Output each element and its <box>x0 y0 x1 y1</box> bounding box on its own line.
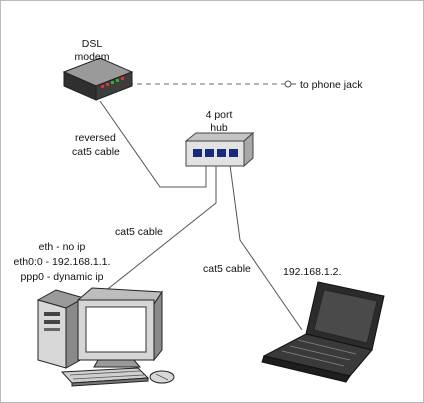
laptop-icon <box>261 281 385 383</box>
reversed-cable-label-line2: cat5 cable <box>72 146 120 158</box>
cat5-cable-to-laptop <box>229 164 303 331</box>
pc-info-line1: eth - no ip <box>39 241 86 253</box>
phone-jack-icon <box>284 80 296 88</box>
laptop-ip-label: 192.168.1.2. <box>283 266 341 278</box>
reversed-cat5-cable <box>99 100 207 188</box>
pc-cable-label: cat5 cable <box>115 226 163 238</box>
desktop-pc-icon <box>36 287 175 387</box>
phone-jack-label: to phone jack <box>300 79 363 91</box>
laptop-cable-label: cat5 cable <box>203 263 251 275</box>
modem-label-line1: DSL <box>82 38 103 50</box>
dsl-modem-icon <box>62 57 134 101</box>
hub-icon <box>184 131 255 168</box>
hub-label-line2: hub <box>210 122 228 134</box>
cat5-cable-to-pc <box>103 165 217 293</box>
hub-label-line1: 4 port <box>206 109 233 121</box>
pc-info-line2: eth0:0 - 192.168.1.1. <box>14 256 111 268</box>
pc-info-line3: ppp0 - dynamic ip <box>21 271 104 283</box>
reversed-cable-label-line1: reversed <box>75 132 116 144</box>
modem-label-line2: modem <box>74 51 109 63</box>
